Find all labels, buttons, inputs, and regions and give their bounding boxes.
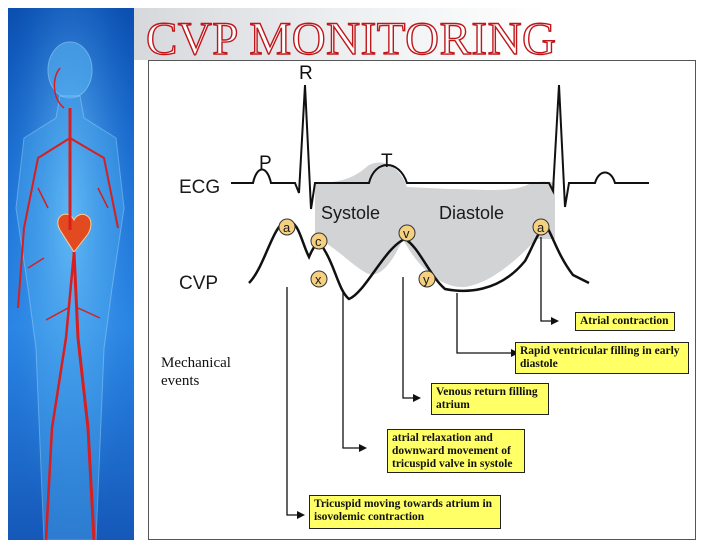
cvp-wave-c-marker: c [311, 233, 327, 249]
cvp-wave-a2-marker: a [533, 219, 549, 235]
circulatory-system-image [8, 8, 134, 540]
systole-label: Systole [321, 203, 380, 223]
ecg-t-wave-label: T [381, 151, 393, 172]
svg-text:v: v [403, 226, 410, 241]
callout-rapid-filling: Rapid ventricular filling in early diast… [515, 342, 689, 374]
svg-text:y: y [423, 272, 430, 287]
callout-tricuspid-moving: Tricuspid moving towards atrium in isovo… [309, 495, 501, 529]
callout-atrial-contraction: Atrial contraction [575, 312, 675, 331]
cvp-wave-v-marker: v [399, 225, 415, 241]
cvp-wave-a-marker: a [279, 219, 295, 235]
leader-atrial-contraction [541, 237, 553, 321]
ecg-label: ECG [179, 177, 220, 198]
svg-text:a: a [283, 220, 291, 235]
ecg-r-wave-label: R [299, 63, 313, 84]
cvp-diagram: ECG CVP P R T Systole Diastole a c v x y [148, 60, 696, 540]
diastole-label: Diastole [439, 203, 504, 223]
leader-venous-return [403, 277, 415, 398]
svg-text:x: x [315, 272, 322, 287]
callout-venous-return: Venous return filling atrium [431, 383, 549, 415]
slide-title: CVP MONITORING [146, 16, 556, 63]
svg-text:c: c [315, 234, 322, 249]
svg-text:a: a [537, 220, 545, 235]
leader-atrial-relaxation [343, 291, 361, 448]
mechanical-label-line1: Mechanical [161, 355, 231, 371]
callout-atrial-relaxation: atrial relaxation and downward movement … [387, 429, 525, 473]
leader-rapid-filling [457, 293, 513, 353]
anatomy-illustration [8, 8, 134, 540]
cvp-label: CVP [179, 273, 218, 294]
cvp-wave-y-marker: y [419, 271, 435, 287]
leader-tricuspid-moving [287, 287, 299, 515]
ecg-p-wave-label: P [259, 153, 272, 174]
mechanical-label-line2: events [161, 373, 199, 389]
cvp-wave-x-marker: x [311, 271, 327, 287]
